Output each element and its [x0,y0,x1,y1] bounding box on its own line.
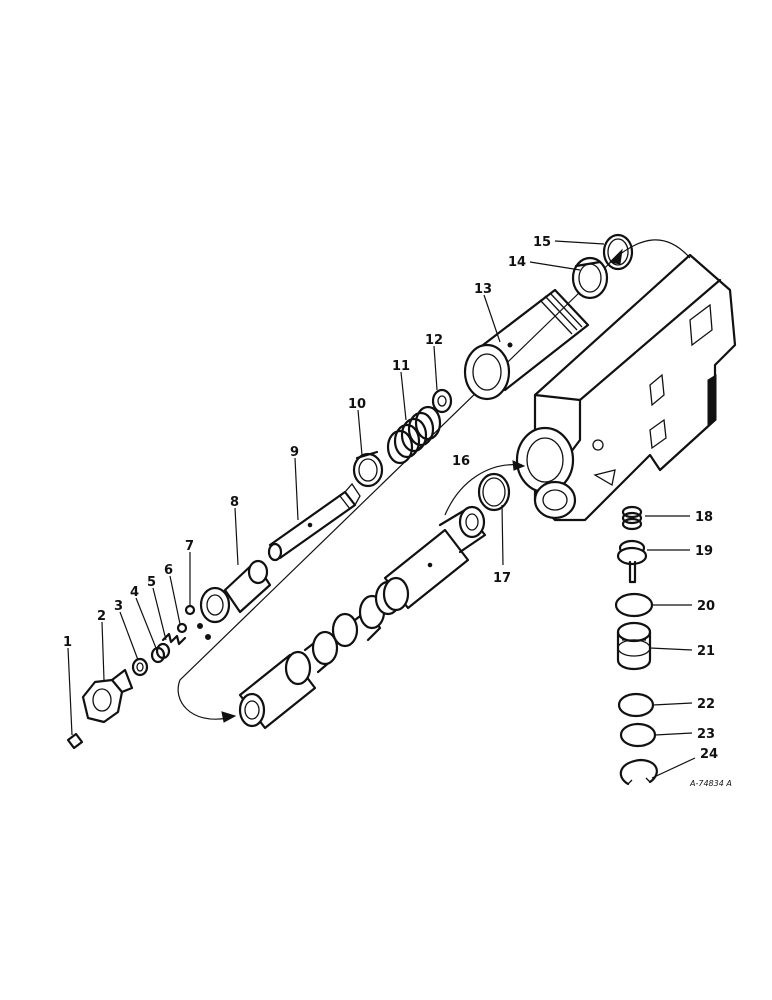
callout-12: 12 [425,333,443,348]
part-20-oring [614,592,654,618]
callout-6: 6 [164,563,173,578]
part-9-shaft [267,482,361,562]
part-19-poppet [616,539,648,584]
callout-20: 20 [697,599,715,614]
callout-22: 22 [697,697,715,712]
part-4-spring [150,642,171,664]
part-14-bushing [571,256,609,300]
part-24-snap-ring [619,758,658,786]
part-3-seat [131,657,149,677]
callout-24: 24 [700,747,718,762]
part-21-seat [616,621,652,671]
arrow-head-16 [512,460,526,471]
callout-8: 8 [230,495,239,510]
part-5-spring [161,632,187,646]
callout-21: 21 [697,644,715,659]
spool-assembly [238,505,487,730]
callout-18: 18 [695,510,713,525]
callout-labels: 1 2 3 4 5 6 7 8 9 10 11 12 13 14 15 16 1… [63,235,718,762]
leader-lines [67,240,696,779]
callout-10: 10 [348,397,366,412]
part-1-cap [66,732,84,750]
callout-11: 11 [392,359,410,374]
assembly-line [177,257,616,720]
valve-body-housing [515,253,737,522]
callout-17: 17 [493,571,511,586]
part-6-ball [176,622,188,634]
drawing-code: A-74834 A [689,779,732,788]
part-17-oring [477,472,511,512]
small-balls [197,623,211,640]
callout-5: 5 [147,575,156,590]
assembly-arrow-top [614,239,691,259]
part-18-spring [621,505,643,531]
part-10-spring-seat [352,450,384,488]
part-23-oring [619,722,657,748]
part-2-plug [81,668,134,724]
callout-15: 15 [533,235,551,250]
part-13-sleeve [463,288,590,401]
part-8-flanged-sleeve [199,559,272,624]
callout-4: 4 [130,585,139,600]
part-11-spring [386,405,442,465]
callout-14: 14 [508,255,526,270]
part-15-oring [602,233,634,271]
part-12-washer [431,388,453,414]
callout-7: 7 [185,539,194,554]
callout-1: 1 [63,635,72,650]
arrow-head-top [608,248,623,265]
callout-16: 16 [452,454,470,469]
assembly-arrow-16 [444,464,521,516]
callout-23: 23 [697,727,715,742]
callout-19: 19 [695,544,713,559]
callout-2: 2 [97,609,106,624]
callout-3: 3 [114,599,123,614]
arrow-head-bottom [221,711,237,723]
part-7-ball [184,604,196,616]
part-22-oring [617,692,655,718]
callout-9: 9 [290,445,299,460]
callout-13: 13 [474,282,492,297]
